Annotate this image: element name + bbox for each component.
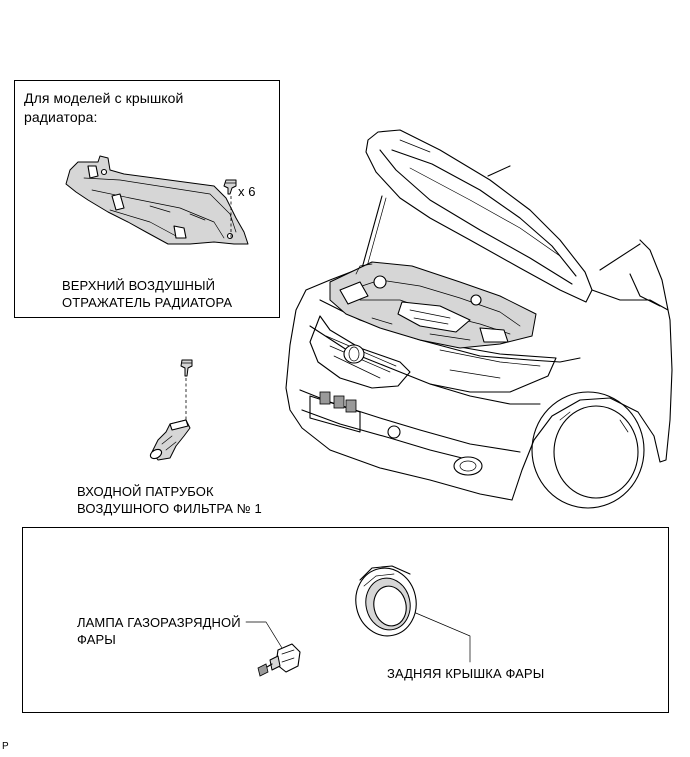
bulb-label-line1: ЛАМПА ГАЗОРАЗРЯДНОЙ bbox=[77, 615, 241, 630]
intake-clip-icon bbox=[180, 359, 193, 377]
inset-heading-line2: радиатора: bbox=[24, 109, 98, 125]
headlight-parts-box bbox=[22, 527, 669, 713]
deflector-label-line2: ОТРАЖАТЕЛЬ РАДИАТОРА bbox=[62, 295, 233, 310]
corner-mark: P bbox=[2, 741, 9, 752]
discharge-bulb-part bbox=[257, 643, 301, 677]
radiator-deflector-part bbox=[65, 155, 249, 245]
inset-heading-line1: Для моделей с крышкой bbox=[24, 90, 184, 106]
open-hood bbox=[365, 129, 593, 303]
intake-label-line2: ВОЗДУШНОГО ФИЛЬТРА № 1 bbox=[77, 501, 262, 516]
vehicle-body bbox=[285, 239, 673, 509]
engine-bay bbox=[329, 261, 537, 349]
bulb-label-line2: ФАРЫ bbox=[77, 632, 116, 647]
deflector-label-line1: ВЕРХНИЙ ВОЗДУШНЫЙ bbox=[62, 278, 216, 293]
intake-label-line1: ВХОДНОЙ ПАТРУБОК bbox=[77, 484, 214, 499]
push-clip-icon bbox=[223, 179, 237, 195]
intake-tube-part bbox=[149, 419, 191, 461]
clip-count-label: x 6 bbox=[238, 184, 256, 199]
cover-label: ЗАДНЯЯ КРЫШКА ФАРЫ bbox=[387, 666, 545, 681]
headlight-rear-cover-part bbox=[355, 565, 417, 637]
radiator-cover-inset-box bbox=[14, 80, 280, 318]
